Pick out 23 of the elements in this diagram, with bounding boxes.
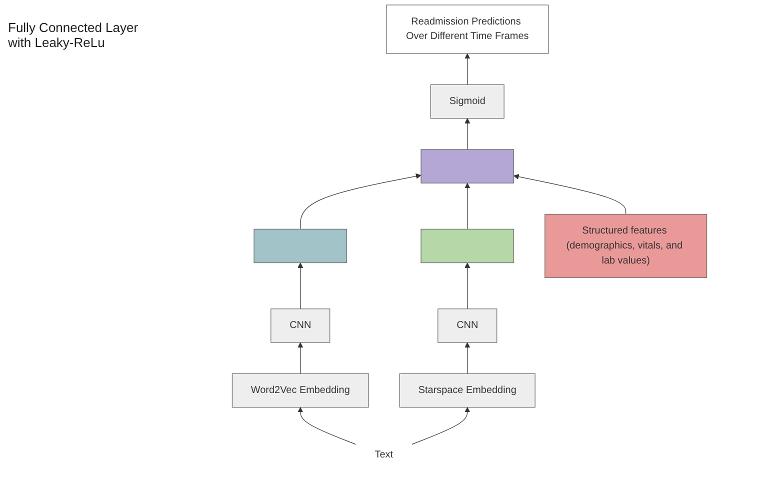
- arrow: [514, 174, 626, 215]
- node-box: Starspace Embedding: [399, 373, 536, 408]
- node-box: Word2Vec Embedding: [232, 373, 369, 408]
- arrow: [464, 53, 470, 85]
- node-box: Structured features (demographics, vitals, and lab values): [544, 214, 708, 278]
- layer-note: Fully Connected Layer with Leaky-ReLu: [8, 20, 140, 50]
- node-box: CNN: [270, 308, 330, 343]
- arrow: [411, 407, 470, 445]
- arrow: [298, 407, 356, 445]
- arrow: [464, 342, 470, 374]
- arrow: [298, 342, 304, 374]
- node-bar: [420, 149, 514, 184]
- arrow: [300, 174, 422, 230]
- arrow: [464, 118, 470, 150]
- node-box: Sigmoid: [430, 84, 504, 119]
- node-box: CNN: [438, 308, 498, 343]
- node-text: Text: [374, 450, 394, 460]
- node-box: Readmission Predictions Over Different Time Frames: [386, 4, 549, 54]
- arrow: [464, 262, 470, 310]
- arrow: [298, 262, 304, 310]
- arrow: [464, 182, 470, 230]
- node-bar: [254, 228, 348, 264]
- node-bar: [420, 228, 514, 264]
